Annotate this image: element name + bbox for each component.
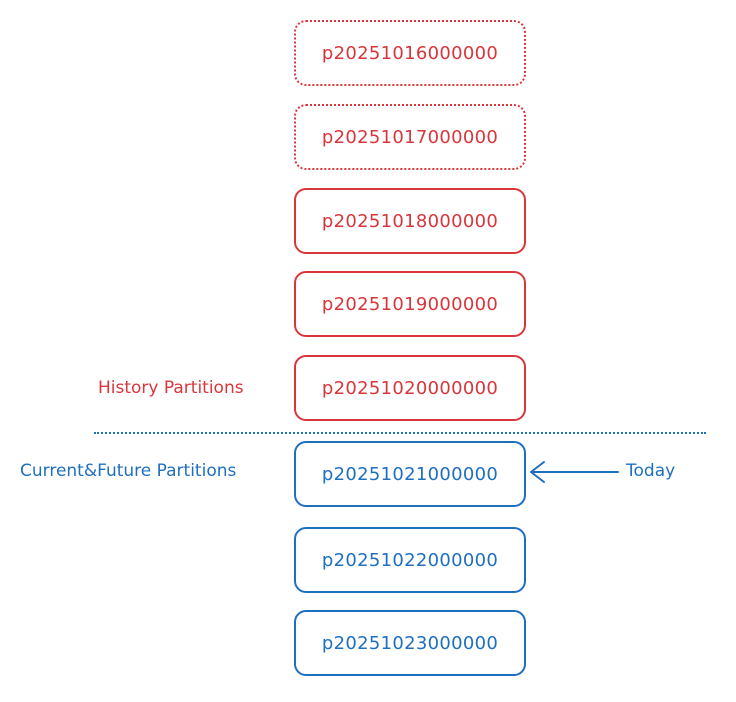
partition-box: p20251020000000 — [294, 355, 526, 421]
partition-box: p20251023000000 — [294, 610, 526, 676]
current-future-partitions-label: Current&Future Partitions — [20, 461, 237, 481]
today-label: Today — [626, 461, 676, 481]
partition-box: p20251017000000 — [294, 104, 526, 170]
partition-box: p20251019000000 — [294, 271, 526, 337]
history-partitions-label: History Partitions — [98, 378, 244, 398]
partition-box: p20251022000000 — [294, 527, 526, 593]
partition-box-today: p20251021000000 — [294, 441, 526, 507]
partition-box: p20251016000000 — [294, 20, 526, 86]
partition-box: p20251018000000 — [294, 188, 526, 254]
history-current-divider — [94, 432, 706, 434]
today-arrow-icon — [530, 461, 619, 483]
